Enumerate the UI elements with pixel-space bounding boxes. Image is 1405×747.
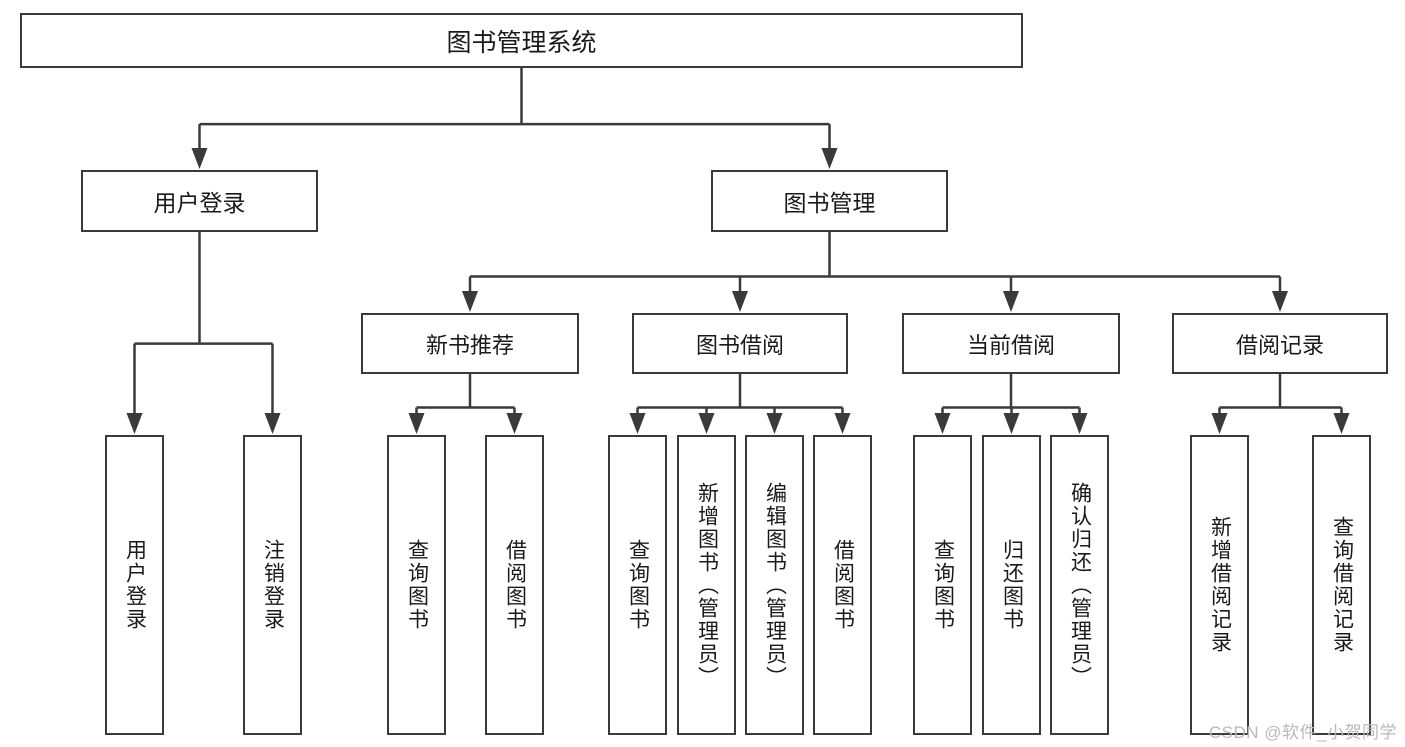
node-l4[interactable]: 借阅图书 [485, 435, 544, 735]
connector-from-bookmgmt [468, 232, 1282, 302]
arrow-head [126, 413, 143, 434]
arrow-head [191, 148, 208, 169]
node-l7[interactable]: 编辑图书（管理员） [745, 435, 804, 735]
node-label: 用户登录 [153, 190, 246, 216]
arrow-head [506, 413, 523, 434]
node-label: 查询图书 [931, 539, 955, 631]
arrow-head [1211, 413, 1228, 434]
node-label: 借阅图书 [503, 539, 527, 631]
arrow-head [1071, 413, 1088, 434]
node-label: 确认归还（管理员） [1068, 481, 1092, 689]
node-current[interactable]: 当前借阅 [902, 313, 1120, 374]
node-label: 新书推荐 [425, 332, 514, 358]
connector-from-root [198, 68, 831, 159]
node-label: 新增图书（管理员） [695, 481, 719, 689]
node-bookmgmt[interactable]: 图书管理 [711, 170, 948, 232]
node-l8[interactable]: 借阅图书 [813, 435, 872, 735]
connector-from-current [941, 374, 1081, 424]
watermark: CSDN @软件_小贺同学 [1208, 723, 1397, 742]
arrow-head [732, 291, 748, 312]
node-root[interactable]: 图书管理系统 [20, 13, 1023, 68]
arrow-head [934, 413, 951, 434]
node-label: 编辑图书（管理员） [763, 481, 787, 689]
arrow-head [629, 413, 646, 434]
node-label: 借阅记录 [1235, 332, 1324, 358]
node-l11[interactable]: 确认归还（管理员） [1050, 435, 1109, 735]
node-label: 图书管理 [783, 190, 876, 216]
node-label: 当前借阅 [966, 332, 1055, 358]
node-l3[interactable]: 查询图书 [387, 435, 446, 735]
node-label: 查询图书 [626, 539, 650, 631]
node-label: 图书管理系统 [446, 28, 597, 57]
arrow-head [1272, 291, 1288, 312]
node-l9[interactable]: 查询图书 [913, 435, 972, 735]
node-label: 查询图书 [405, 539, 429, 631]
node-l12[interactable]: 新增借阅记录 [1190, 435, 1249, 735]
arrow-head [1003, 413, 1020, 434]
arrow-head [1333, 413, 1350, 434]
node-label: 借阅图书 [831, 539, 855, 631]
node-l5[interactable]: 查询图书 [608, 435, 667, 735]
node-label: 图书借阅 [695, 332, 784, 358]
node-l6[interactable]: 新增图书（管理员） [677, 435, 736, 735]
node-newbook[interactable]: 新书推荐 [361, 313, 579, 374]
connector-from-login [133, 232, 274, 424]
arrow-head [462, 291, 478, 312]
connector-from-records [1218, 374, 1343, 424]
arrow-head [821, 148, 838, 169]
arrow-head [1003, 291, 1019, 312]
node-label: 查询借阅记录 [1330, 516, 1354, 654]
arrow-head [264, 413, 281, 434]
arrow-head [698, 413, 715, 434]
node-l1[interactable]: 用户登录 [105, 435, 164, 735]
node-records[interactable]: 借阅记录 [1172, 313, 1388, 374]
node-label: 新增借阅记录 [1208, 516, 1232, 654]
node-l10[interactable]: 归还图书 [982, 435, 1041, 735]
connector-from-newbook [415, 374, 516, 424]
node-login[interactable]: 用户登录 [81, 170, 318, 232]
node-label: 注销登录 [261, 539, 285, 631]
node-label: 用户登录 [123, 539, 147, 631]
connector-from-borrow [636, 374, 844, 424]
arrow-head [408, 413, 425, 434]
node-label: 归还图书 [1000, 539, 1024, 631]
arrow-head [834, 413, 851, 434]
arrow-head [766, 413, 783, 434]
node-l2[interactable]: 注销登录 [243, 435, 302, 735]
node-borrow[interactable]: 图书借阅 [632, 313, 848, 374]
node-l13[interactable]: 查询借阅记录 [1312, 435, 1371, 735]
